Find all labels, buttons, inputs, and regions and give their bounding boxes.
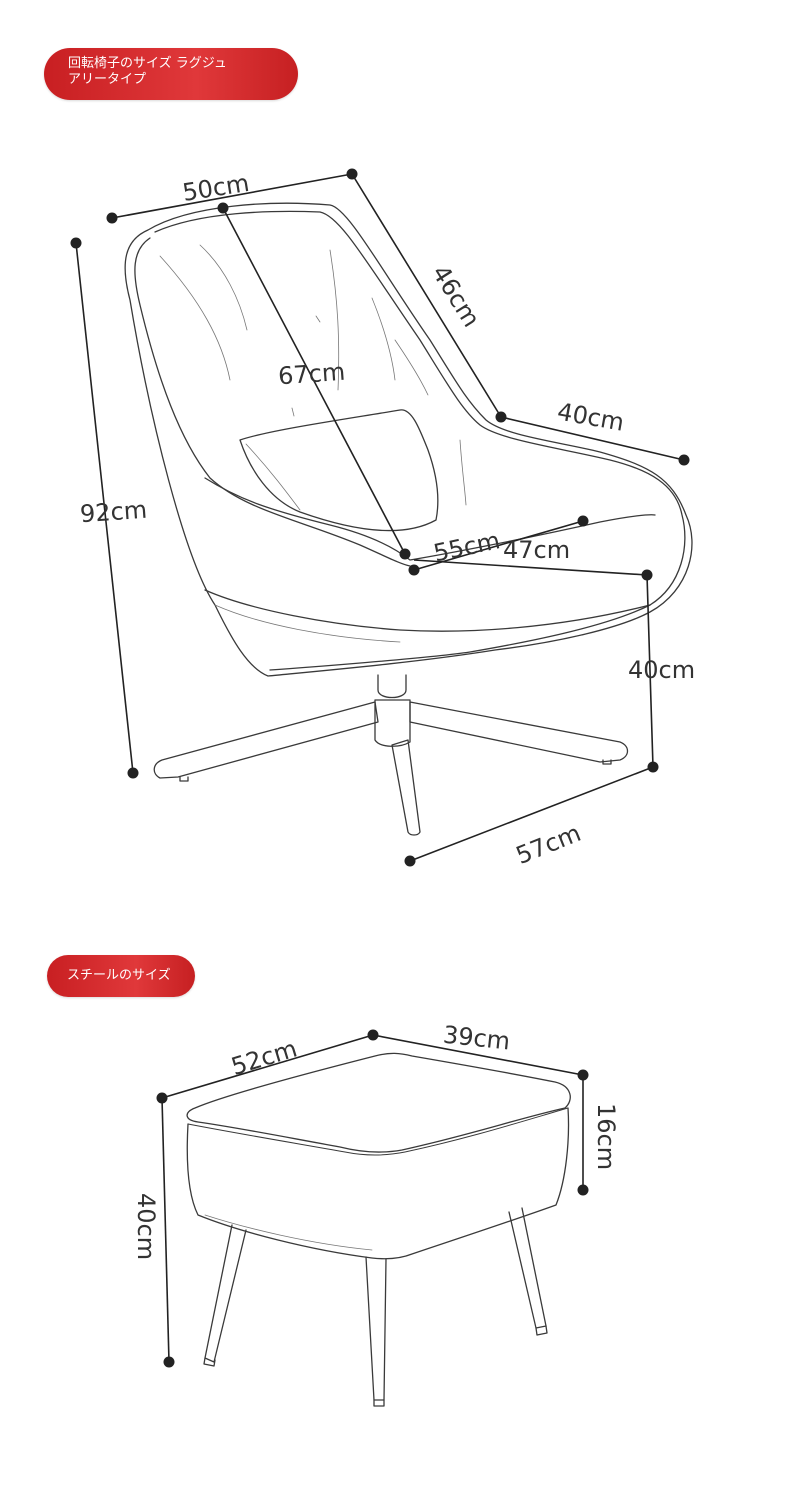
chair-seat-depth-label: 55cm bbox=[431, 526, 502, 567]
stool-total-height-label: 40cm bbox=[132, 1193, 160, 1260]
stool-cushion-height-label: 16cm bbox=[592, 1103, 620, 1170]
stool-dimension-labels: 52cm 39cm 16cm 40cm bbox=[132, 1021, 620, 1260]
stool-width-label: 52cm bbox=[228, 1035, 300, 1081]
chair-depth-label: 46cm bbox=[426, 260, 485, 332]
chair-seat-height-label: 40cm bbox=[628, 656, 695, 684]
stool-depth-label: 39cm bbox=[442, 1021, 512, 1056]
chair-arm-depth-label: 40cm bbox=[555, 397, 626, 436]
chair-dimension-lines bbox=[70, 168, 690, 867]
chair-heading-line-2: アリータイプ bbox=[68, 72, 147, 87]
stool-dimension-lines bbox=[156, 1029, 589, 1368]
stool-drawing bbox=[186, 1052, 571, 1407]
chair-total-height-label: 92cm bbox=[79, 496, 148, 529]
chair-size-heading: 回転椅子のサイズ ラグジュ アリータイプ bbox=[44, 48, 298, 100]
stool-heading-text: スチールのサイズ bbox=[67, 968, 171, 983]
chair-width-label: 50cm bbox=[181, 169, 252, 207]
swivel-chair-drawing bbox=[124, 202, 693, 836]
stool-size-heading: スチールのサイズ bbox=[47, 955, 195, 997]
chair-base-width-label: 57cm bbox=[512, 819, 585, 870]
chair-seat-width-label: 47cm bbox=[503, 536, 570, 564]
chair-back-height-label: 67cm bbox=[277, 358, 346, 391]
chair-heading-line-1: 回転椅子のサイズ ラグジュ bbox=[68, 56, 227, 71]
